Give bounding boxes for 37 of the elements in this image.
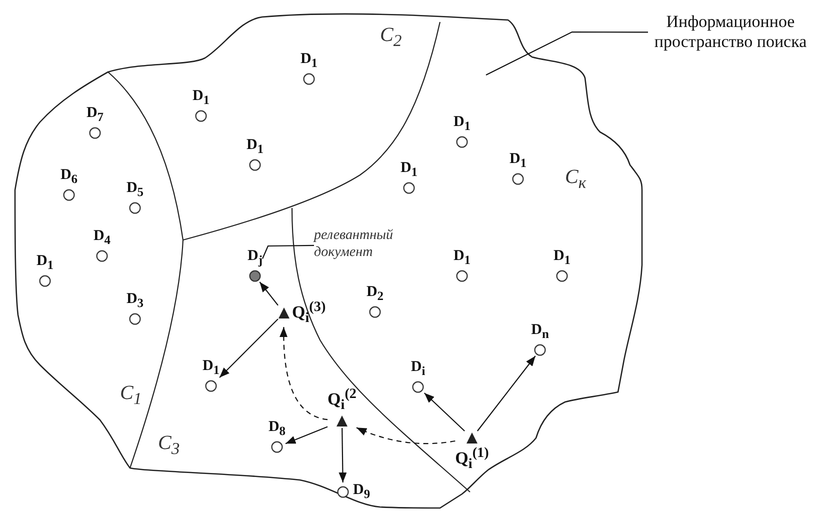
cluster-label: C$_{2}$ [380, 24, 402, 51]
document-label: D$_{1}$ [192, 89, 210, 108]
document-label: D$_{1}$ [246, 138, 264, 157]
document-label: D$_{1}$ [400, 161, 418, 180]
document-label: D$_{j}$ [248, 249, 263, 268]
arrow [285, 426, 328, 444]
arrow [424, 392, 465, 432]
document-label: D$_{7}$ [86, 106, 104, 125]
dashed-arrow [356, 427, 456, 444]
leader-line [486, 31, 648, 76]
document-label: D$_{4}$ [93, 229, 111, 248]
cluster-label: C$_{3}$ [158, 432, 180, 459]
arrow [476, 356, 536, 432]
document-label: D$_{1}$ [202, 359, 220, 378]
arrow [259, 282, 278, 306]
cluster-label: C$_{1}$ [120, 382, 142, 409]
document-label: D$_{1}$ [553, 249, 571, 268]
document-label: D$_{1}$ [453, 115, 471, 134]
dashed-arrow [280, 327, 328, 420]
document-label: D$_{1}$ [36, 254, 54, 273]
document-label: D$_{6}$ [60, 168, 78, 187]
callout-text: релевантный документ [314, 228, 414, 262]
document-label: D$_{9}$ [353, 482, 370, 502]
document-label: D$_{n}$ [531, 323, 549, 342]
document-label: D$_{1}$ [509, 152, 527, 171]
leader-line [262, 244, 314, 259]
document-label: D$_{1}$ [453, 249, 471, 268]
arrow [219, 318, 278, 378]
callout-text: Информационное пространство поиска [648, 12, 813, 53]
document-label: D$_{5}$ [126, 181, 144, 200]
document-label: D$_{1}$ [300, 52, 318, 71]
document-label: D$_{i}$ [410, 360, 426, 379]
document-label: D$_{2}$ [366, 285, 384, 304]
cluster-label: C$_{к}$ [565, 166, 586, 193]
document-label: D$_{3}$ [126, 292, 144, 311]
arrow [338, 428, 347, 482]
document-label: D$_{8}$ [268, 420, 286, 439]
